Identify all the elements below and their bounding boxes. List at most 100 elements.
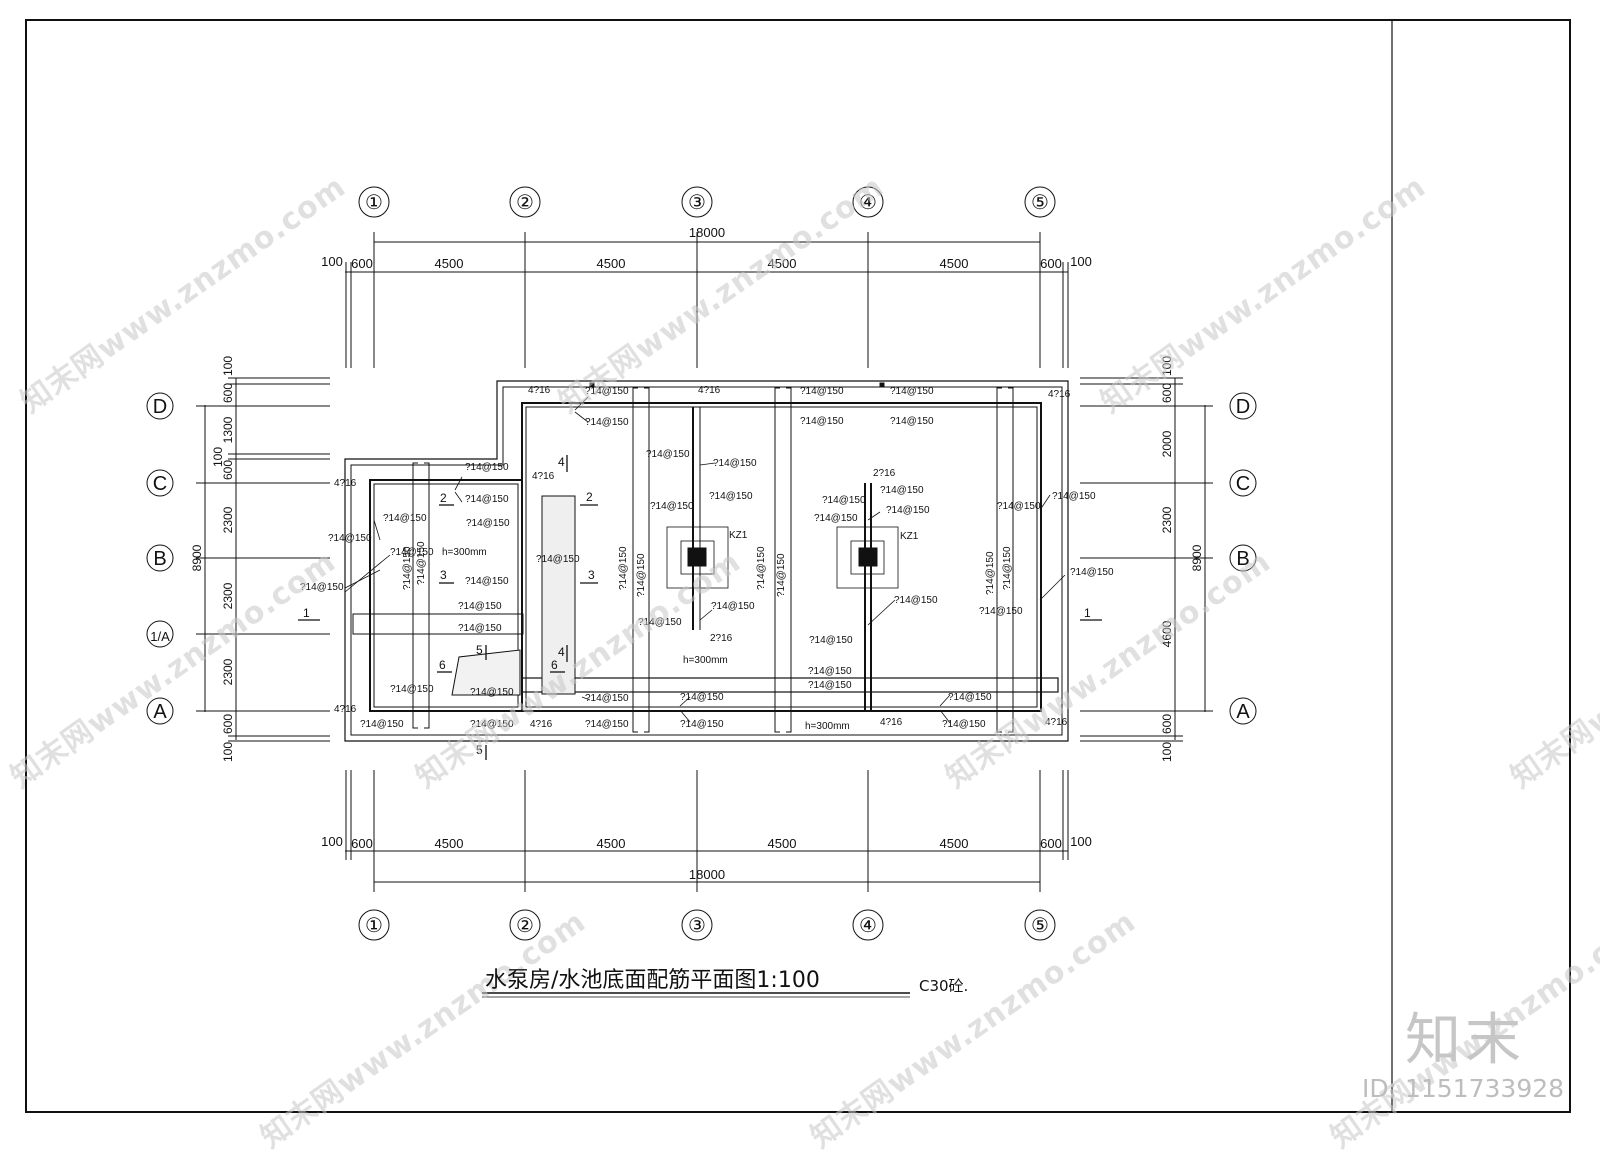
rebar-mesh-label: ?14@150 [814,513,858,524]
dim-left-total: 8900 [190,544,204,571]
sheet-border [25,19,1571,1113]
rebar-mesh-label: ?14@150 [466,518,510,529]
rebar-mesh-label: ?14@150 [1002,546,1013,590]
dim-100-left-top: 100 [321,254,343,269]
drawing-title: 水泵房/水池底面配筋平面图1:100 [485,968,820,993]
axis-bubble-circle [146,392,174,420]
dim-left-seg-0: 100 [221,356,235,376]
axis-bubble-label: ② [516,915,534,937]
dim-bay-4-top: 4500 [940,256,969,271]
rebar-mesh-label: ?14@150 [1052,491,1096,502]
section-mark-4: 4 [558,645,565,659]
dim-right-seg-0: 100 [1160,356,1174,376]
rebar-mesh-label: ?14@150 [383,513,427,524]
axis-bubble-right-2: B [1229,544,1257,572]
dim-left-seg-9: 100 [221,742,235,762]
section-mark-3: 3 [440,568,447,582]
dim-left-seg-6: 2300 [221,582,235,609]
axis-bubble-circle [358,909,390,941]
rebar-edge2-label: 2?16 [873,468,896,479]
axis-bubble-bottom-5: ⑤ [1024,909,1056,941]
dim-bay-3-bottom: 4500 [768,836,797,851]
dim-total-bottom: 18000 [689,867,725,882]
rebar-edge-label: 4?16 [698,385,721,396]
axis-bubble-label: C [1236,473,1250,495]
rebar-mesh-label: ?14@150 [776,553,787,597]
dim-100-right-top: 100 [1070,254,1092,269]
axis-bubble-bottom-1: ① [358,909,390,941]
axis-bubble-circle [852,186,884,218]
rebar-edge-label: 4?16 [532,471,555,482]
rebar-mesh-label: ?14@150 [800,386,844,397]
section-mark-4: 4 [558,455,565,469]
rebar-mesh-label: ?14@150 [985,551,996,595]
rebar-mesh-label: ?14@150 [636,553,647,597]
axis-bubble-right-0: D [1229,392,1257,420]
axis-bubble-label: ③ [688,915,706,937]
column-label: KZ1 [900,531,919,542]
rebar-mesh-label: ?14@150 [458,601,502,612]
rebar-mesh-label: ?14@150 [300,582,344,593]
depth-label: h=300mm [683,655,728,666]
axis-bubble-label: ④ [859,915,877,937]
rebar-mesh-label: ?14@150 [646,449,690,460]
section-marks-lines [298,455,1102,760]
dim-left-seg-1: 600 [221,383,235,403]
dim-left-seg-2: 1300 [221,416,235,443]
axis-bubble-circle [1024,186,1056,218]
rebar-mesh-label: ?14@150 [680,719,724,730]
rebar-mesh-label: ?14@150 [470,719,514,730]
axis-bubble-label: B [153,548,166,570]
section-mark-3: 3 [588,568,595,582]
axis-bubble-circle [146,544,174,572]
axis-bubble-top-5: ⑤ [1024,186,1056,218]
axis-bubble-left-1: C [146,469,174,497]
rebar-mesh-label: ?14@150 [465,494,509,505]
rebar-mesh-label: ?14@150 [470,687,514,698]
axis-bubble-label: ① [365,915,383,937]
axis-bubble-label: C [153,473,167,495]
axis-bubble-circle [1229,697,1257,725]
axis-bubble-circle [146,697,174,725]
dim-left-seg-7: 2300 [221,658,235,685]
dim-bay-1-top: 4500 [435,256,464,271]
rebar-edge-label: 4?16 [1045,717,1068,728]
dim-100-left-bottom: 100 [321,834,343,849]
axis-bubble-label: B [1236,548,1249,570]
rebar-mesh-label: ?14@150 [680,692,724,703]
dim-right-seg-2: 2000 [1160,430,1174,457]
bottom-dimension-lines [345,770,1069,892]
image-id: ID: 1151733928 [1362,1074,1565,1103]
axis-bubble-circle [681,909,713,941]
section-mark-1: 1 [1084,606,1091,620]
section-numbers: 1 1 2 2 3 3 4 4 5 5 6 6 [303,455,1091,757]
dim-right-seg-4: 4600 [1160,620,1174,647]
dim-bay-2-bottom: 4500 [597,836,626,851]
axis-bubble-bottom-2: ② [509,909,541,941]
rebar-mesh-label: ?14@150 [809,635,853,646]
axis-bubble-label: ① [365,192,383,214]
dim-right-seg-5: 600 [1160,714,1174,734]
dim-bay-3-top: 4500 [768,256,797,271]
axis-bubble-circle [681,186,713,218]
axis-bubble-circle [852,909,884,941]
dim-100-right-bottom: 100 [1070,834,1092,849]
axis-bubble-label: ③ [688,192,706,214]
rebar-mesh-label: ?14@150 [808,680,852,691]
rebar-mesh-label: ?14@150 [458,623,502,634]
depth-label: h=300mm [442,547,487,558]
section-mark-6: 6 [551,658,558,672]
rebar-leaders [344,396,1066,724]
axis-bubble-label: ⑤ [1031,192,1049,214]
axis-bubble-left-3: 1/A [146,620,174,648]
left-dimension-texts: 8900 100 600 1300 100 600 2300 2300 2300… [190,356,235,762]
rebar-mesh-label: ?14@150 [886,505,930,516]
rebar-mesh-label: ?14@150 [880,485,924,496]
section-mark-2: 2 [440,491,447,505]
rebar-edge-label: 4?16 [334,478,357,489]
dim-right-seg-1: 600 [1160,383,1174,403]
rebar-mesh-label: ?14@150 [756,546,767,590]
section-mark-5: 5 [476,643,483,657]
rebar-edge-label: 4?16 [334,704,357,715]
